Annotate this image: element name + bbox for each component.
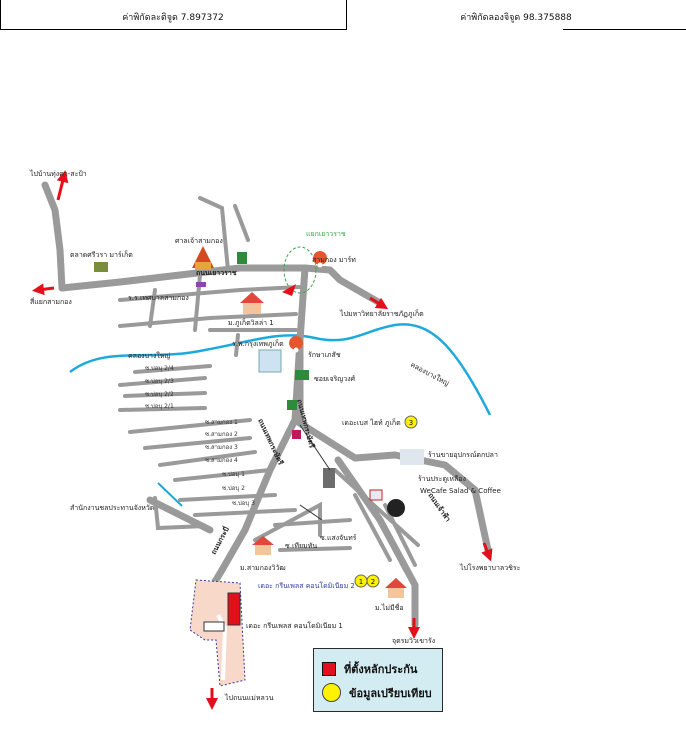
svg-text:1: 1 (359, 578, 363, 586)
label-samkong-mart: สามกอง มาร์ท (312, 256, 356, 264)
soi-label: ซ.สามกอง 2 (205, 431, 238, 438)
label-road-yaowarat: ถนนเยาวราช (196, 269, 237, 277)
label-soi-saengchan: ซ.แสงจันทร์ (320, 534, 357, 542)
coord-divider-mid (346, 0, 347, 30)
store-icon (237, 252, 247, 264)
label-to-wachira: ไปโรงพยาบาลวชิระ (459, 563, 521, 572)
soi-label: ซ.บ่อบุ 2/1 (145, 403, 174, 410)
shop-icon (292, 430, 301, 439)
legend-label: ที่ตั้งหลักประกัน (344, 663, 418, 676)
coordinate-bar: ค่าพิกัดละติจูด 7.897372 ค่าพิกัดลองจิจู… (0, 0, 686, 30)
red-square-icon (322, 662, 336, 676)
label-to-kathu: ไปถนนแม่หลวน (224, 693, 274, 702)
label-phang-nga: ไปบ้านทุ่งคา-สะป้า (29, 169, 87, 178)
label-market: ตลาดศรีวรา มาร์เก็ต (70, 250, 133, 259)
building-icon (323, 468, 335, 488)
label-to-university: ไปมหาวิทยาลัยราชภัฏภูเก็ต (339, 309, 424, 318)
label-village-1: ม.ภูเก็ตวิลล่า 1 (228, 318, 274, 327)
house-icon (240, 292, 264, 314)
comparable-badge: 1 (354, 574, 368, 588)
label-to-samkong: สี่แยกสามกอง (30, 297, 72, 306)
comparable-badge: 2 (366, 574, 380, 588)
svg-text:2: 2 (371, 578, 375, 586)
soi-labels: ซ.บ่อบุ 2/4 ซ.บ่อบุ 2/3 ซ.บ่อบุ 2/2 ซ.บ่… (145, 365, 255, 507)
soi-label: ซ.สามกอง 3 (205, 444, 238, 451)
cafe-logo-icon (387, 499, 405, 517)
subject-marker (227, 592, 241, 626)
school-icon (196, 282, 206, 287)
label-cafe: WeCafe Salad & Coffee (420, 487, 501, 495)
legend-label: ข้อมูลเปรียบเทียบ (349, 686, 432, 700)
label-soi-tiamtan: ซ.เทียมทัน (285, 542, 317, 550)
soi-label: ซ.บ่อบุ 1 (222, 471, 245, 478)
label-village-2: ม.สามกองวิวัฒ (240, 564, 286, 572)
market-icon (94, 262, 108, 272)
river (69, 323, 492, 507)
direction-arrows (32, 170, 493, 710)
label-soi-chaofa: ซอยเจริญวงศ์ (314, 375, 356, 383)
pharmacy-sign-icon (295, 370, 309, 380)
soi-label: ซ.สามกอง 4 (205, 457, 238, 464)
longitude-label: ค่าพิกัดลองจิจูด 98.375888 (460, 13, 572, 23)
legend-item-comparable: ข้อมูลเปรียบเทียบ (322, 683, 432, 702)
label-village-3: ม.ไม่มีชื่อ (375, 603, 404, 612)
location-pin-icon (289, 336, 304, 364)
label-junction: แยกเยาวราช (306, 230, 346, 238)
label-shrine: ศาลเจ้าสามกอง (175, 237, 223, 245)
label-the-base: เดอะเบส ไฮท์ ภูเก็ต (342, 418, 401, 427)
label-food-shop: ร้านประตูเหลือง (418, 475, 466, 483)
coord-underline-left (0, 29, 346, 30)
temple-icon (192, 246, 214, 270)
label-muni-school: ร.ร.เทศบาลสามกอง (128, 294, 189, 302)
legend-item-subject: ที่ตั้งหลักประกัน (322, 660, 417, 678)
coord-underline-right (563, 29, 686, 30)
label-condo-2: เดอะ กรีนเพลส คอนโดมิเนียม 2 (258, 581, 355, 590)
subject-plot (189, 579, 246, 687)
flag-icon (282, 284, 296, 296)
label-irrigation: สำนักงานชลประทานจังหวัด (70, 504, 154, 512)
fishing-shop-icon (400, 449, 424, 465)
soi-label: ซ.บ่อบุ 3 (232, 500, 255, 507)
soi-label: ซ.บ่อบุ 2 (222, 485, 245, 492)
soi-label: ซ.สามกอง 1 (205, 419, 238, 426)
label-canal-2: คลองบางใหญ่ (409, 360, 451, 388)
food-shop-icon (369, 489, 383, 501)
store-icon-2 (287, 400, 297, 410)
house-icon (252, 536, 274, 555)
soi-label: ซ.บ่อบุ 2/2 (145, 391, 174, 398)
yellow-circle-icon (322, 683, 341, 702)
coord-divider-left (0, 0, 1, 30)
location-pin-icon (313, 251, 328, 279)
comparable-building-1 (203, 621, 225, 632)
label-condo-1: เดอะ กรีนเพลส คอนโดมิเนียม 1 (246, 621, 343, 630)
label-fishing-shop: ร้านขายอุปกรณ์ตกปลา (428, 451, 498, 459)
comparable-badge: 3 (404, 415, 418, 429)
soi-label: ซ.บ่อบุ 2/4 (145, 365, 174, 372)
map-legend: ที่ตั้งหลักประกัน ข้อมูลเปรียบเทียบ (313, 648, 443, 712)
latitude-label: ค่าพิกัดละติจูด 7.897372 (122, 13, 224, 23)
soi-label: ซ.บ่อบุ 2/3 (145, 378, 174, 385)
label-viewpoint: จุดรมวิวเขารัง (392, 637, 435, 645)
house-icon (385, 578, 407, 598)
label-road-chaofa: ถนนเจ้าฟ้า (426, 491, 452, 523)
label-canal-1: คลองบางใหญ่ (128, 351, 170, 360)
label-pharmacy: รักษาเภสัช (308, 351, 341, 359)
svg-text:3: 3 (409, 419, 413, 427)
leader-line (299, 504, 323, 521)
minor-roads (118, 196, 420, 572)
leader-line (299, 424, 331, 471)
label-hospital: ร.พ.กรุงเทพภูเก็ต (232, 339, 284, 348)
junction-circle (283, 246, 317, 294)
hospital-icon (258, 349, 282, 373)
